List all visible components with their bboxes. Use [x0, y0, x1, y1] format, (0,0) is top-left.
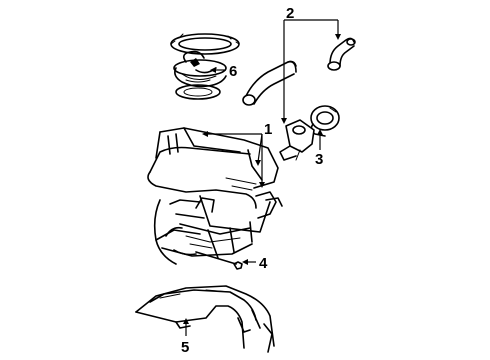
heat-shield — [135, 285, 275, 353]
fuel-line-fitting — [195, 251, 243, 270]
fuel-tank — [147, 127, 283, 265]
filler-hose — [242, 60, 297, 106]
fuel-cap — [310, 105, 340, 137]
lock-ring — [170, 33, 240, 55]
leader-lines — [183, 19, 341, 336]
callout-3: 3 — [315, 151, 323, 168]
vent-hose — [327, 37, 356, 71]
callouts: 1 2 3 4 5 6 — [181, 5, 323, 356]
callout-4: 4 — [259, 255, 268, 272]
callout-5: 5 — [181, 339, 189, 356]
callout-6: 6 — [229, 63, 237, 80]
callout-2: 2 — [286, 5, 294, 22]
fuel-pump-assembly — [173, 50, 227, 100]
filler-neck — [279, 119, 315, 161]
callout-1: 1 — [264, 121, 272, 138]
